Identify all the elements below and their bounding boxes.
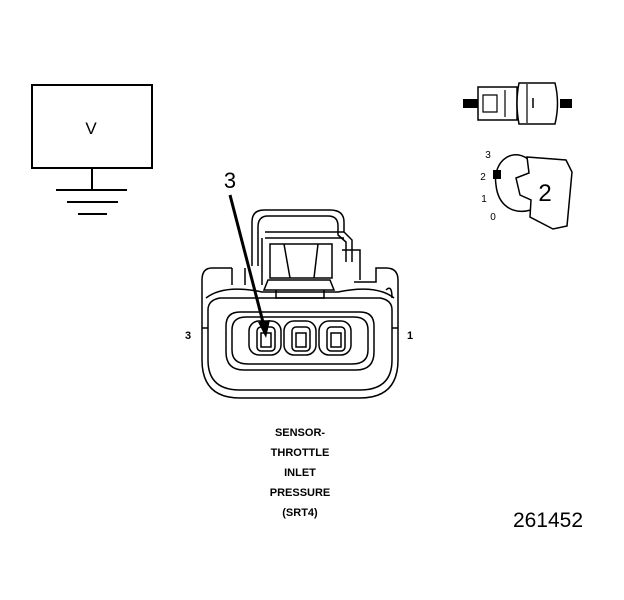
key-position-detail: 3 2 1 0 2: [480, 150, 573, 230]
scale-mark-1: 1: [481, 194, 487, 205]
scale-mark-3: 3: [485, 150, 491, 161]
probe-detail: [463, 82, 572, 125]
figure-number: 261452: [513, 509, 583, 532]
callout-pin-number: 3: [224, 168, 236, 193]
pin-callout: 3: [224, 168, 270, 338]
key-position-label: 2: [538, 180, 551, 207]
voltmeter-label: V: [85, 119, 97, 138]
caption-line-2: THROTTLE: [271, 447, 330, 459]
connector-face: [201, 209, 399, 399]
caption-line-3: INLET: [284, 467, 316, 479]
connector-pin-3-label: 3: [185, 330, 191, 342]
voltmeter-symbol: V: [31, 84, 153, 215]
caption-line-4: PRESSURE: [270, 487, 331, 499]
caption-line-5: (SRT4): [282, 507, 318, 519]
connector-pin-1-label: 1: [407, 330, 413, 342]
scale-mark-2: 2: [480, 172, 486, 183]
connector-caption: SENSOR- THROTTLE INLET PRESSURE (SRT4): [270, 427, 331, 519]
ground-icon: [56, 168, 127, 215]
scale-mark-0: 0: [490, 212, 496, 223]
caption-line-1: SENSOR-: [275, 427, 325, 439]
